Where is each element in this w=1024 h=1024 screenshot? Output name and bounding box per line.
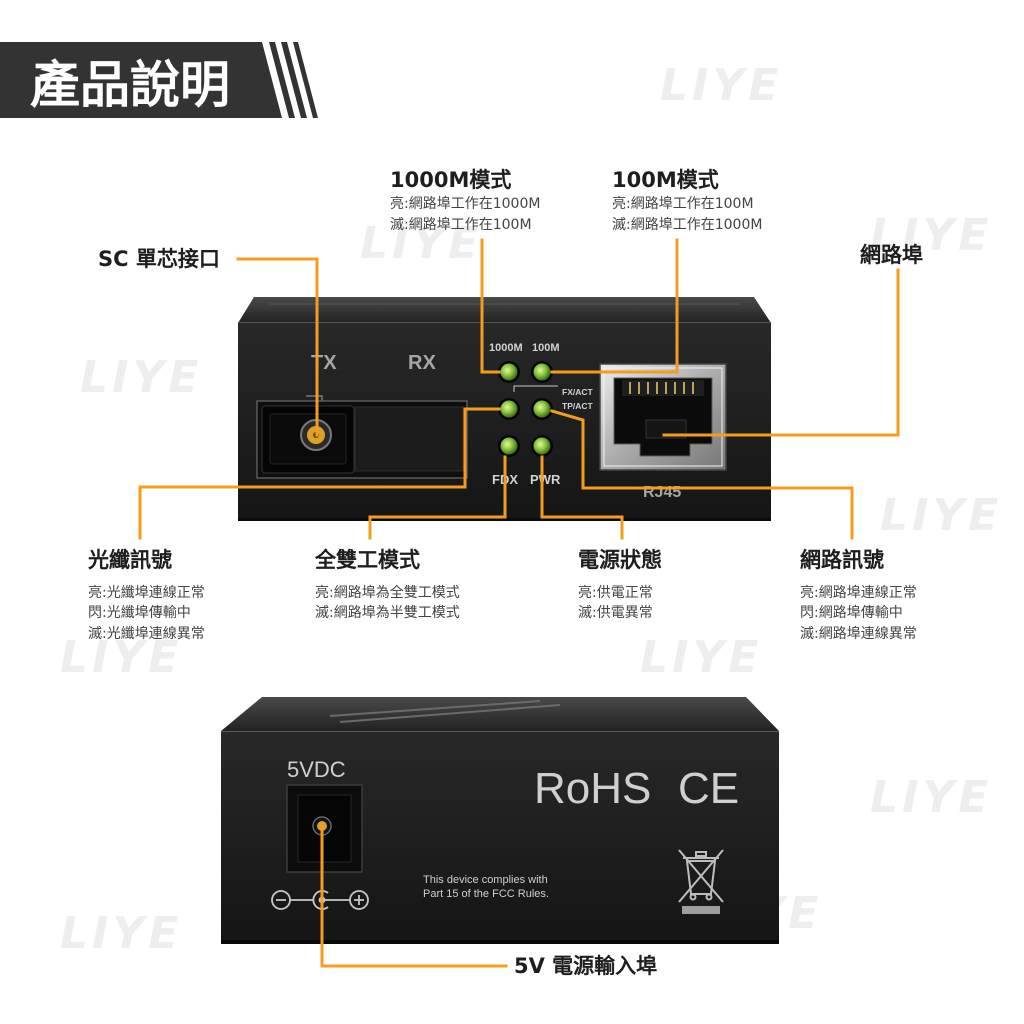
- callout-full-duplex: 全雙工模式 亮:網路埠為全雙工模式 滅:網路埠為半雙工模式: [314, 548, 460, 621]
- watermark-logo: LIYE: [360, 218, 482, 269]
- led-label-pwr: PWR: [530, 472, 561, 487]
- led-fx-act: [498, 398, 520, 420]
- callout-network-port: 網路埠: [860, 243, 923, 267]
- banner-background: [0, 42, 282, 118]
- callout-mode-1000m: 1000M模式 亮:網路埠工作在1000M 滅:網路埠工作在100M: [390, 168, 540, 233]
- watermark-logo: LIYE: [880, 490, 1002, 541]
- tx-marker: [306, 395, 323, 402]
- dc-power-jack: [286, 784, 363, 873]
- callout-power-input: 5V 電源輸入埠: [514, 954, 657, 978]
- top-label-strip: [329, 700, 561, 723]
- leader-line-mode-100m: [550, 238, 679, 374]
- callout-line: 亮:光纖埠連線正常: [88, 584, 205, 601]
- led-bracket: [513, 385, 558, 392]
- rj45-contacts: [629, 382, 694, 394]
- face-bottom-edge: [238, 518, 771, 521]
- watermark-logo: LIYE: [60, 908, 182, 959]
- led-label-tp-act: TP/ACT: [562, 401, 594, 411]
- leader-line-power-status: [540, 455, 624, 540]
- leader-line-full-duplex: [368, 455, 507, 540]
- callout-line: 閃:網路埠傳輸中: [800, 604, 903, 621]
- leader-line-power-input: [320, 824, 508, 968]
- sc-fiber-port: [256, 400, 468, 479]
- callout-title: 電源狀態: [578, 548, 662, 572]
- rj45-port: [599, 363, 727, 471]
- watermark-logo: LIYE: [640, 632, 762, 683]
- back-panel-device: 5VDC RoHS CE This device complies with P…: [221, 697, 779, 944]
- callout-title: 網路訊號: [800, 548, 884, 572]
- led-fdx: [498, 435, 520, 457]
- leader-line-network-signal: [550, 409, 854, 540]
- back-device-top: [221, 697, 779, 731]
- callout-sc-port: SC 單芯接口: [98, 247, 220, 271]
- callout-line: 亮:網路埠連線正常: [800, 584, 917, 601]
- led-pwr: [531, 435, 553, 457]
- banner-stripe: [269, 42, 295, 118]
- led-indicator-group: 1000M 100M FX/ACT TP/ACT FDX PWR: [489, 342, 594, 487]
- fcc-text: This device complies with: [423, 874, 548, 886]
- dc-label: 5VDC: [287, 757, 346, 782]
- face-bottom-edge: [221, 940, 779, 944]
- callout-title: 1000M模式: [390, 168, 511, 192]
- callout-line: 滅:供電異常: [578, 605, 653, 621]
- callout-line: 閃:光纖埠傳輸中: [88, 604, 191, 621]
- banner-stripe: [281, 42, 307, 118]
- callout-network-signal: 網路訊號 亮:網路埠連線正常 閃:網路埠傳輸中 滅:網路埠連線異常: [800, 548, 917, 642]
- callout-title: 100M模式: [612, 168, 719, 192]
- callout-line: 滅:網路埠工作在1000M: [612, 216, 762, 233]
- callout-line: 亮:網路埠為全雙工模式: [315, 584, 460, 601]
- callout-line: 亮:網路埠工作在100M: [612, 195, 754, 212]
- banner-stripe: [293, 42, 318, 118]
- led-100m: [531, 361, 553, 383]
- ce-mark: CE: [678, 764, 739, 813]
- callout-line: 亮:網路埠工作在1000M: [390, 195, 540, 212]
- callout-title: 全雙工模式: [314, 548, 420, 572]
- watermark-logo: LIYE: [870, 772, 992, 823]
- callout-line: 滅:網路埠工作在100M: [390, 216, 532, 233]
- led-1000m: [498, 361, 520, 383]
- tx-label: TX: [311, 352, 337, 374]
- fcc-text: Part 15 of the FCC Rules.: [423, 888, 549, 900]
- watermark-logo: LIYE: [80, 352, 202, 403]
- callout-line: 滅:網路埠為半雙工模式: [315, 604, 460, 621]
- watermark-logo: LIYE: [870, 210, 992, 261]
- callout-line: 滅:網路埠連線異常: [800, 625, 917, 642]
- callout-power-status: 電源狀態 亮:供電正常 滅:供電異常: [578, 548, 662, 621]
- leader-line-mode-1000m: [480, 238, 501, 374]
- callout-title: SC 單芯接口: [98, 247, 220, 271]
- banner-title: 產品說明: [30, 56, 230, 114]
- callout-line: 滅:光纖埠連線異常: [88, 625, 205, 642]
- led-label-1000m: 1000M: [489, 342, 523, 354]
- leader-line-network-port: [662, 268, 900, 437]
- section-banner: 產品說明: [0, 42, 318, 118]
- leader-lines: [138, 238, 900, 968]
- led-label-fx-act: FX/ACT: [562, 387, 594, 397]
- callout-line: 亮:供電正常: [578, 584, 653, 601]
- callout-fiber-signal: 光纖訊號 亮:光纖埠連線正常 閃:光纖埠傳輸中 滅:光纖埠連線異常: [87, 548, 205, 642]
- watermark-logo: LIYE: [60, 632, 182, 683]
- watermark-logo: LIYE: [660, 60, 782, 111]
- leader-line-sc-port: [236, 257, 319, 437]
- led-tp-act: [531, 398, 553, 420]
- callout-title: 網路埠: [860, 243, 923, 267]
- rohs-mark: RoHS: [534, 764, 651, 813]
- callout-title: 5V 電源輸入埠: [514, 954, 657, 978]
- rx-label: RX: [408, 352, 436, 374]
- callout-mode-100m: 100M模式 亮:網路埠工作在100M 滅:網路埠工作在1000M: [612, 168, 762, 233]
- callout-title: 光纖訊號: [87, 548, 172, 572]
- led-label-100m: 100M: [532, 342, 560, 354]
- leader-line-fiber-signal: [138, 407, 501, 540]
- weee-crossed-bin-icon: [678, 849, 724, 914]
